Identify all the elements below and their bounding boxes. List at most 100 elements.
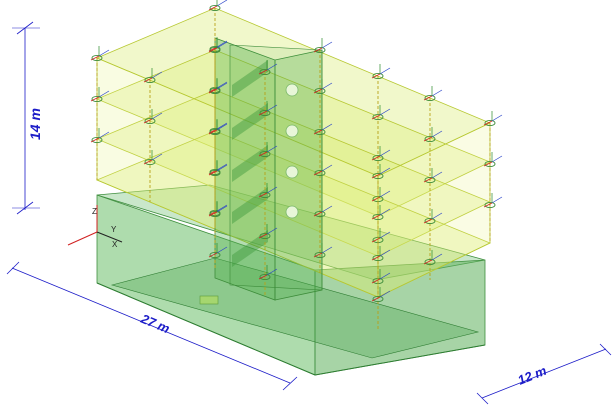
local-axis-glyph [379, 249, 391, 257]
node-ring[interactable] [314, 251, 326, 259]
node-ring[interactable] [372, 254, 384, 262]
core-rear-wall [229, 44, 323, 291]
node-ring[interactable] [209, 128, 221, 136]
node-ring[interactable] [372, 154, 384, 162]
node-ring[interactable] [372, 213, 384, 221]
width-dim-tick-end [599, 343, 612, 356]
node-ring[interactable] [259, 68, 271, 76]
node-ring[interactable] [314, 210, 326, 218]
shaft-node-sphere [285, 165, 299, 179]
local-axis-glyph [208, 211, 218, 217]
local-axis-glyph [258, 274, 268, 280]
node-ring[interactable] [259, 232, 271, 240]
node-ring[interactable] [91, 95, 103, 103]
node-ring[interactable] [209, 210, 221, 218]
local-axis-glyph [313, 252, 323, 258]
local-axis-glyph [90, 55, 100, 61]
local-axis-glyph [143, 118, 153, 124]
node-ring[interactable] [424, 258, 436, 266]
local-axis-glyph [208, 129, 218, 135]
shaft-node-sphere [285, 124, 299, 138]
local-axis-glyph [266, 63, 278, 71]
local-axis-glyph [313, 88, 323, 94]
local-axis-glyph [216, 40, 228, 48]
local-axis-glyph [258, 192, 268, 198]
node-ring[interactable] [484, 201, 496, 209]
node-ring[interactable] [144, 76, 156, 84]
node-ring[interactable] [314, 128, 326, 136]
node-ring[interactable] [259, 191, 271, 199]
local-axis-glyph [431, 130, 443, 138]
node-ring[interactable] [314, 46, 326, 54]
node-ring[interactable] [209, 4, 221, 12]
node-ring[interactable] [314, 169, 326, 177]
local-axis-glyph [321, 205, 333, 213]
node-ring[interactable] [209, 169, 221, 177]
local-axis-glyph [266, 104, 278, 112]
stair-core[interactable] [214, 37, 323, 301]
node-ring[interactable] [484, 160, 496, 168]
local-axis-glyph [151, 112, 163, 120]
local-axis-glyph [90, 137, 100, 143]
local-axis-glyph [208, 47, 218, 53]
node-ring[interactable] [259, 109, 271, 117]
local-axis-glyph [258, 233, 268, 239]
node-ring[interactable] [209, 251, 221, 259]
width-dim-tick-start [476, 392, 489, 405]
node-ring[interactable] [372, 172, 384, 180]
local-axis-glyph [371, 255, 381, 261]
local-axis-glyph [98, 131, 110, 139]
local-axis-glyph [371, 196, 381, 202]
node-ring[interactable] [144, 158, 156, 166]
length-dim-line [11, 267, 291, 384]
stair-flight [232, 103, 268, 140]
node-ring[interactable] [424, 135, 436, 143]
columns-layer[interactable] [90, 0, 503, 330]
width-dimension-label: 12 m [516, 363, 550, 388]
node-ring[interactable] [259, 273, 271, 281]
local-axis-glyph [491, 196, 503, 204]
width-dimension: 12 m [476, 343, 612, 405]
local-axis-glyph [379, 149, 391, 157]
length-dim-tick-start [6, 261, 20, 275]
podium-label-marker [199, 295, 219, 305]
local-axis-glyph [371, 214, 381, 220]
local-axis-glyph [216, 205, 228, 213]
local-axis-glyph [423, 136, 433, 142]
node-ring[interactable] [484, 119, 496, 127]
node-ring[interactable] [144, 117, 156, 125]
local-axis-glyph [371, 296, 381, 302]
local-axis-glyph [216, 123, 228, 131]
local-axis-glyph [483, 120, 493, 126]
local-axis-glyph [151, 153, 163, 161]
node-ring[interactable] [424, 176, 436, 184]
node-ring[interactable] [209, 46, 221, 54]
local-axis-glyph [423, 177, 433, 183]
local-axis-glyph [321, 41, 333, 49]
local-axis-glyph [266, 186, 278, 194]
stair-flight [232, 187, 268, 224]
local-axis-glyph [431, 253, 443, 261]
node-ring[interactable] [424, 217, 436, 225]
node-ring[interactable] [372, 72, 384, 80]
node-ring[interactable] [424, 94, 436, 102]
node-ring[interactable] [259, 150, 271, 158]
node-ring[interactable] [314, 87, 326, 95]
local-axis-glyph [371, 114, 381, 120]
local-axis-glyph [258, 110, 268, 116]
node-ring[interactable] [372, 113, 384, 121]
node-ring[interactable] [372, 295, 384, 303]
node-ring[interactable] [91, 136, 103, 144]
local-axis-glyph [483, 161, 493, 167]
x-axis-line [67, 231, 98, 246]
local-axis-glyph [379, 190, 391, 198]
node-ring[interactable] [209, 87, 221, 95]
local-axis-glyph [431, 171, 443, 179]
local-axis-glyph [216, 41, 228, 49]
local-axis-glyph [423, 259, 433, 265]
local-axis-glyph [313, 47, 323, 53]
node-ring[interactable] [91, 54, 103, 62]
local-axis-glyph [151, 71, 163, 79]
